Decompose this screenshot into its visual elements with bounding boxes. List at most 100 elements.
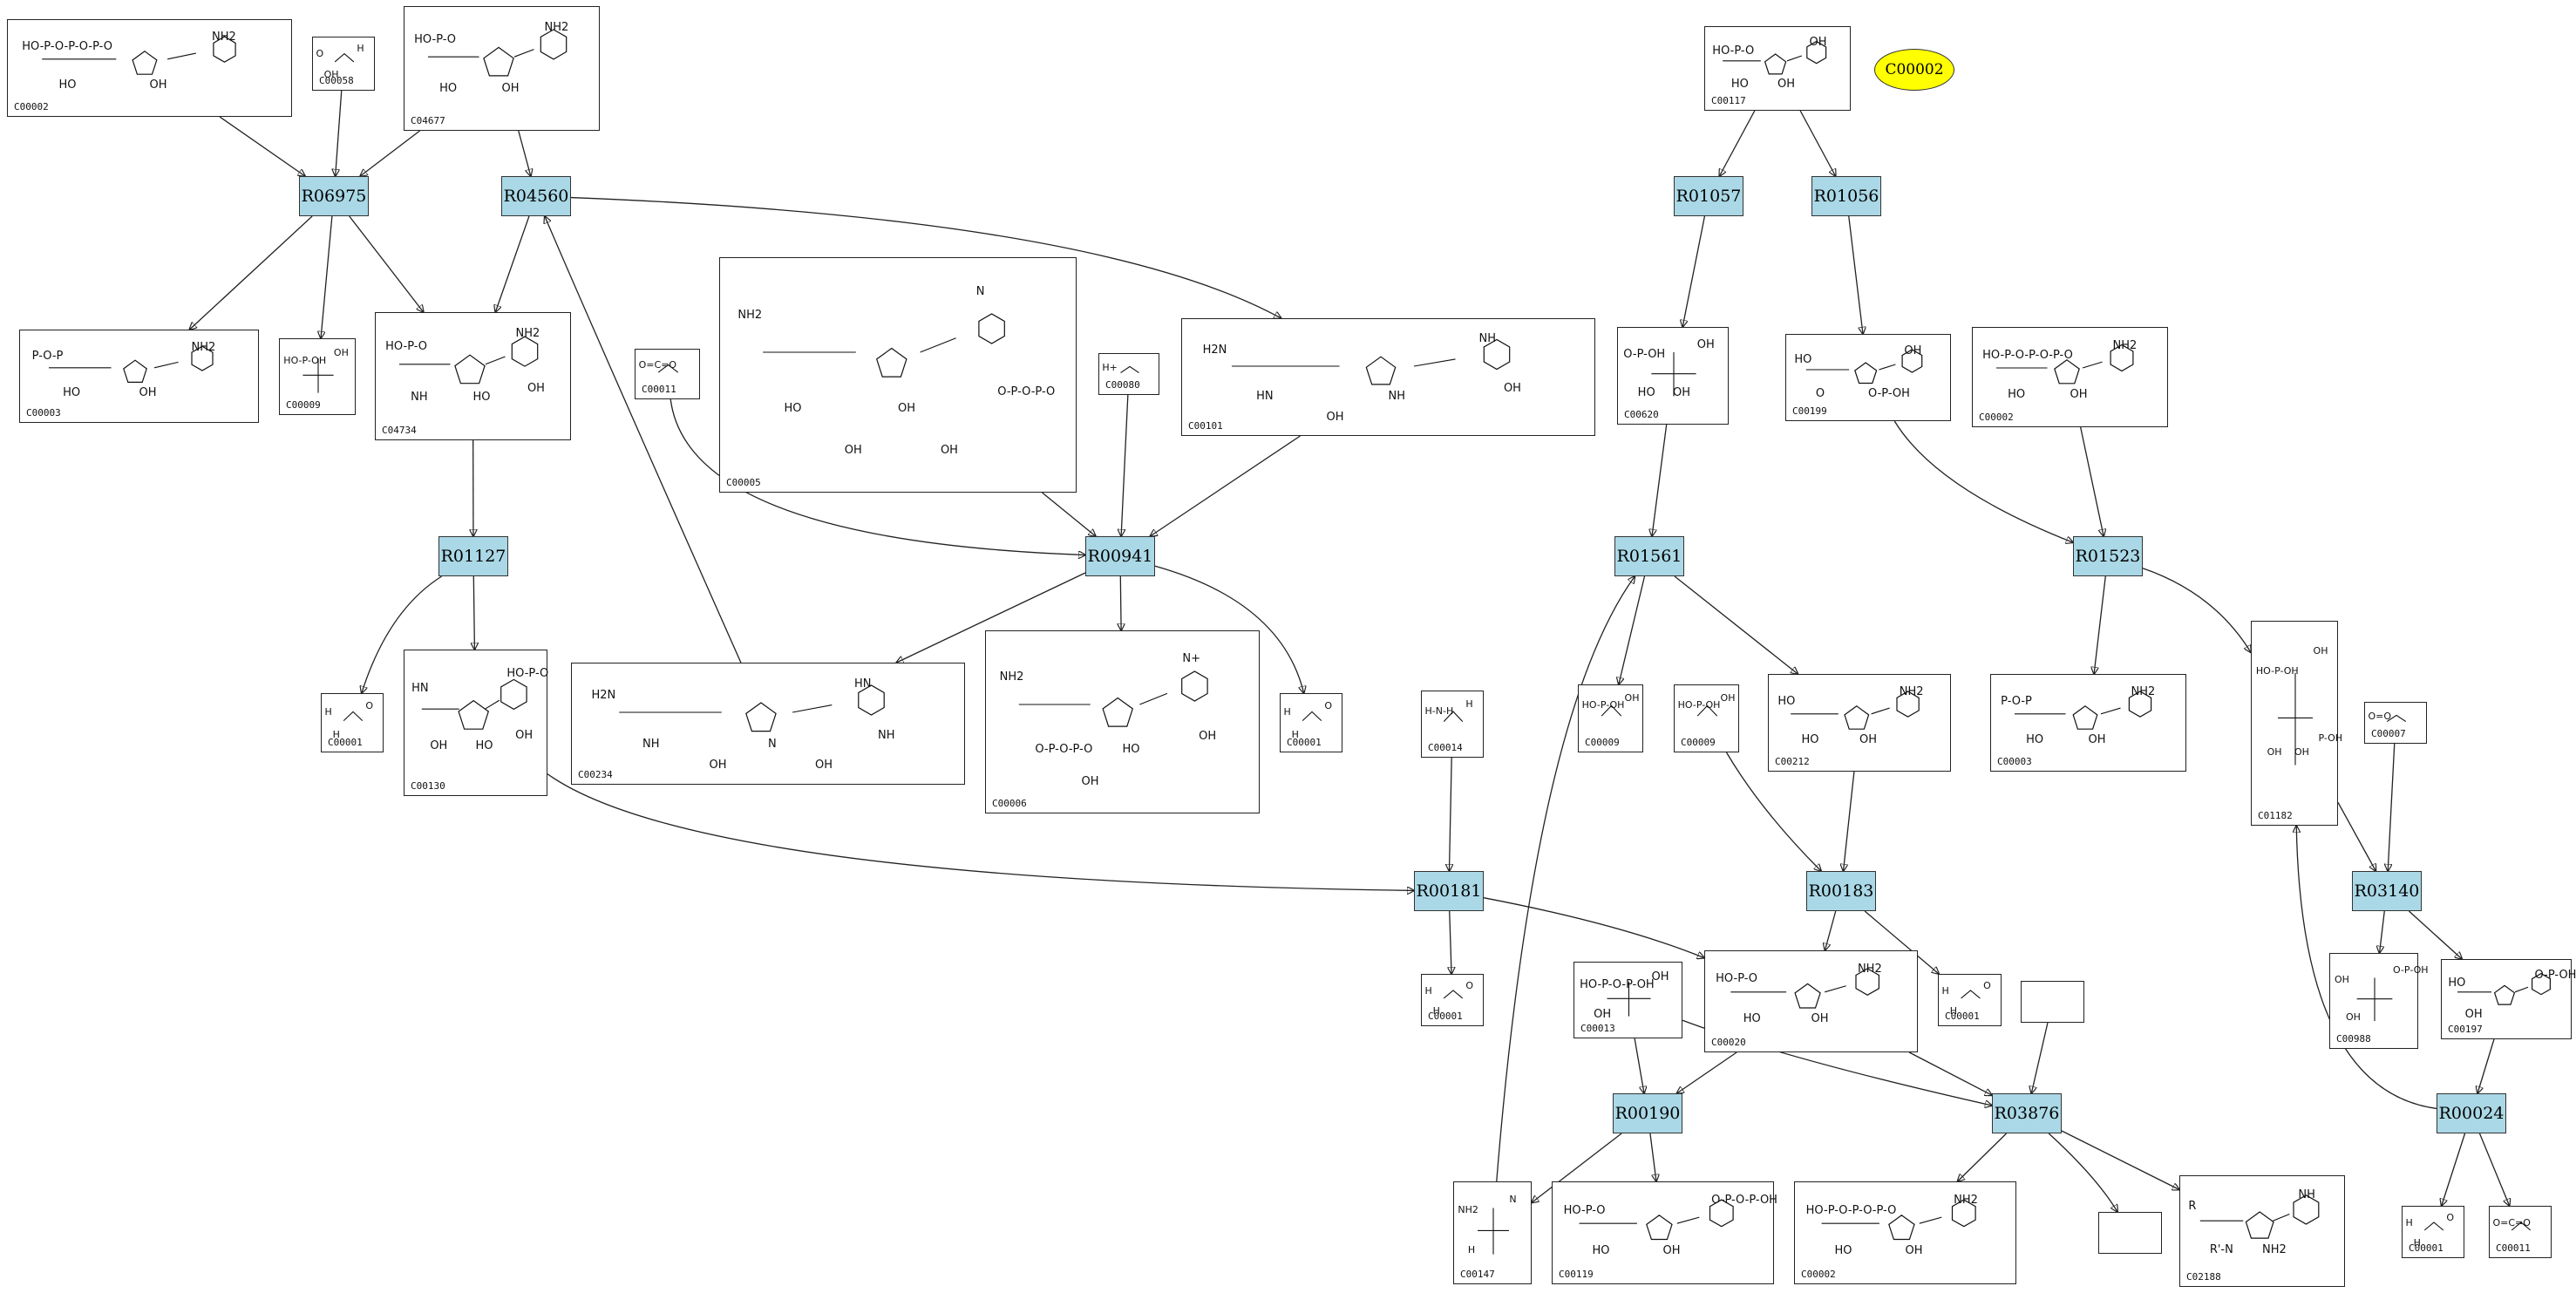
atom-label: NH [878,728,895,742]
edge-r3-n11 [362,575,442,693]
compound-id-label: C00199 [1792,405,1827,417]
reaction-box[interactable]: R03140 [2352,871,2422,911]
atom-label: HO [63,386,81,400]
atom-label: OH [1673,386,1691,400]
compound-id-label: C00001 [1428,1011,1463,1022]
reaction-box[interactable]: R01056 [1811,176,1881,216]
edge-n22-r10 [1725,752,1821,871]
edge-r3-n12 [473,575,474,650]
reaction-box[interactable]: R00024 [2437,1093,2506,1133]
atom-label: OH [815,759,833,772]
atom-label: NH [411,390,428,404]
reaction-box[interactable]: R01523 [2073,536,2143,576]
atom-label: H [1432,1004,1440,1017]
edge-r9-n27 [1450,910,1451,974]
atom-label: HO [475,738,493,752]
reaction-box[interactable]: R06975 [299,176,369,216]
reaction-box[interactable]: R04560 [501,176,571,216]
compound-id-label: C00002 [1979,412,2014,423]
reaction-box[interactable]: R00183 [1806,871,1876,911]
atom-label: H-N-H [1424,704,1454,717]
compound-box[interactable] [2098,1212,2162,1254]
reaction-box[interactable]: R00941 [1085,536,1155,576]
atom-label: O [1815,386,1825,400]
edge-r10-n30 [1864,910,1939,974]
compound-id-label: C00212 [1775,756,1810,767]
structure-sketch [1443,711,1464,723]
compound-id-label: C00003 [1997,756,2032,767]
edge-n28-r12 [1634,1038,1644,1093]
atom-label: H [2405,1216,2413,1228]
atom-label: H [1283,705,1291,718]
atom-label: HO [1777,695,1796,709]
atom-label: OH [2088,733,2106,747]
compound-box[interactable] [2021,981,2084,1023]
reaction-box[interactable]: R00181 [1414,871,1484,911]
edge-n25-r11 [2337,801,2375,871]
edge-n8-r4 [1042,492,1096,536]
reaction-box[interactable]: R01057 [1674,176,1743,216]
atom-label: HO [1592,1243,1610,1257]
reaction-box[interactable]: R00190 [1613,1093,1682,1133]
edge-r1-n4 [189,215,313,330]
compound-id-label: C00001 [1945,1011,1980,1022]
compound-id-label: C00011 [2496,1242,2531,1254]
edge-n16-r5 [1719,110,1756,176]
atom-label: NH2 [515,327,540,341]
atom-label: OH [2464,1007,2483,1021]
selected-compound-ellipse[interactable]: C00002 [1874,49,1954,91]
compound-id-label: C00013 [1580,1023,1615,1034]
atom-label: OH [2267,746,2282,759]
reaction-box[interactable]: R01127 [438,536,508,576]
atom-label: HN [1256,390,1274,404]
compound-id-label: C00234 [578,769,613,780]
edge-n1-r1 [219,116,305,176]
atom-label: NH2 [1458,1203,1478,1215]
compound-box[interactable]: H+C00080 [1098,353,1159,395]
atom-label: HO-P-O [506,666,549,680]
edge-n10-r4 [1150,435,1301,536]
atom-label: OH [1326,411,1344,425]
edge-r13-n38 [2061,1130,2179,1190]
reaction-box[interactable]: R01561 [1614,536,1684,576]
compound-id-label: C00009 [286,399,321,411]
reaction-box[interactable]: R03876 [1992,1093,2062,1133]
